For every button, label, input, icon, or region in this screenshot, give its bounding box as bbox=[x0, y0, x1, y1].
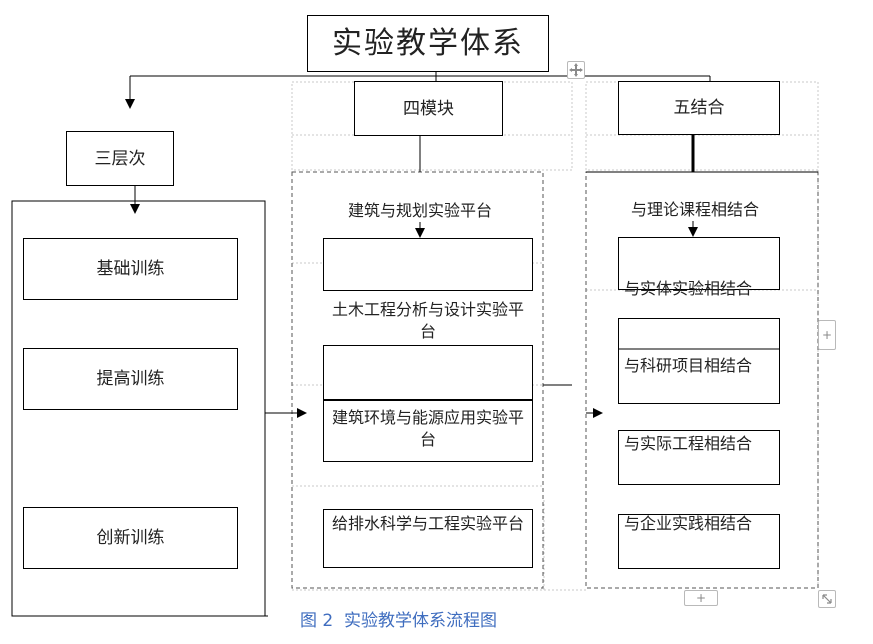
module-label-planning: 建筑与规划实验平台 bbox=[347, 201, 492, 220]
module-label-water: 给排水科学与工程实验平台 bbox=[331, 514, 524, 533]
combination-box-3 bbox=[618, 430, 780, 485]
move-arrows-icon bbox=[569, 63, 583, 77]
level-item-label: 创新训练 bbox=[96, 528, 165, 548]
module-box-4 bbox=[323, 509, 533, 568]
level-item-label: 基础训练 bbox=[96, 259, 165, 279]
combination-label-engineering: 与实际工程相结合 bbox=[624, 434, 753, 453]
levels-header: 三层次 bbox=[94, 148, 146, 169]
move-handle[interactable] bbox=[567, 61, 585, 79]
level-item-innovation: 创新训练 bbox=[23, 507, 238, 569]
level-item-advanced: 提高训练 bbox=[23, 348, 238, 410]
modules-header: 四模块 bbox=[403, 98, 454, 119]
resize-handle[interactable] bbox=[818, 590, 836, 608]
module-box-1 bbox=[323, 238, 533, 291]
plus-icon: + bbox=[695, 591, 707, 605]
level-item-basic: 基础训练 bbox=[23, 238, 238, 300]
level-item-label: 提高训练 bbox=[96, 369, 165, 389]
plus-icon: + bbox=[821, 328, 833, 342]
combination-box-2 bbox=[618, 318, 780, 404]
combination-label-theory: 与理论课程相结合 bbox=[630, 200, 759, 219]
combination-label-research: 与科研项目相结合 bbox=[624, 356, 753, 375]
combination-label-enterprise: 与企业实践相结合 bbox=[624, 514, 753, 533]
module-label-civil: 土木工程分析与设计实验平台 bbox=[331, 300, 524, 341]
diagram-title: 实验教学体系 bbox=[332, 25, 524, 61]
module-box-3 bbox=[323, 400, 533, 462]
combinations-header-box: 五结合 bbox=[618, 81, 780, 135]
add-right-handle[interactable]: + bbox=[818, 320, 836, 350]
modules-header-box: 四模块 bbox=[354, 81, 503, 136]
combinations-header: 五结合 bbox=[673, 98, 725, 118]
add-bottom-handle[interactable]: + bbox=[684, 590, 718, 606]
combination-box-1 bbox=[618, 237, 780, 290]
module-label-environment: 建筑环境与能源应用实验平台 bbox=[331, 408, 524, 449]
combination-box-4 bbox=[618, 514, 780, 569]
module-box-2 bbox=[323, 345, 533, 400]
title-box: 实验教学体系 bbox=[307, 15, 549, 72]
modules-container bbox=[291, 171, 544, 589]
levels-header-box: 三层次 bbox=[66, 131, 174, 186]
combination-label-physical: 与实体实验相结合 bbox=[624, 279, 753, 298]
figure-caption: 图 2 实验教学体系流程图 bbox=[300, 611, 498, 631]
resize-diagonal-icon bbox=[822, 594, 832, 604]
